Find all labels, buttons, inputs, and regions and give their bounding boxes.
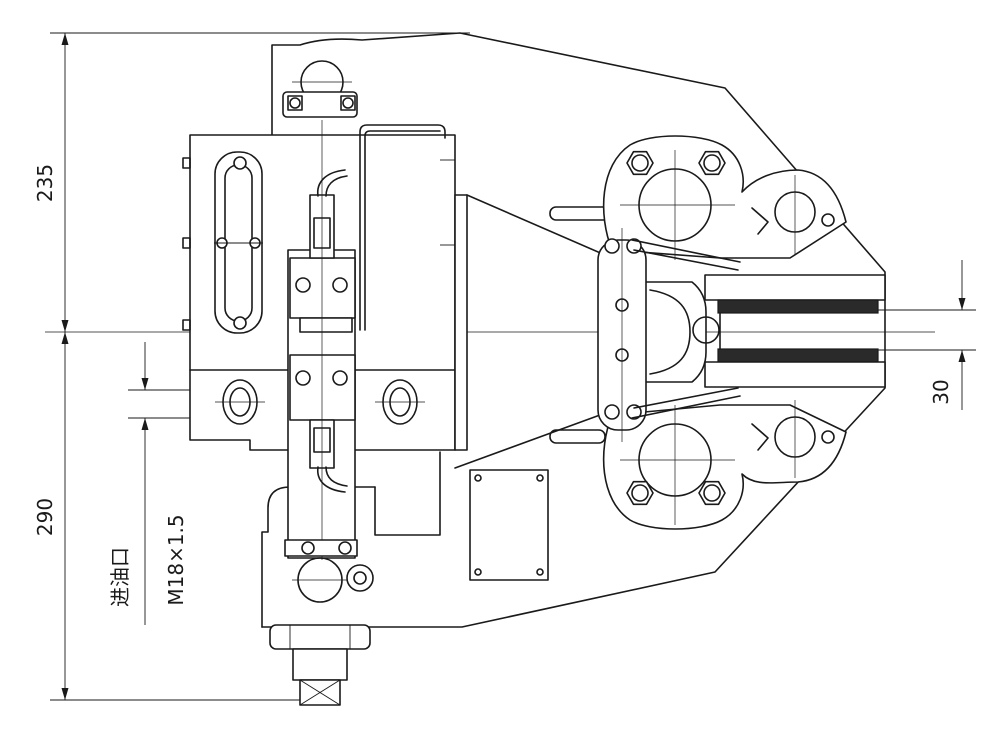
bottom-pin-assembly: [292, 557, 374, 603]
yoke-body: [639, 281, 707, 383]
oil-inlet-dimension: 进油口 M18×1.5: [108, 342, 232, 625]
mounting-holes: [215, 379, 425, 425]
housing-tab: [182, 157, 191, 169]
lever-pin-lower-right: [626, 404, 642, 420]
top-pin-assembly: [282, 60, 358, 118]
cover-screw: [474, 474, 482, 482]
gap-arrowhead-upper: [958, 298, 966, 310]
hex-bolt-face: [631, 484, 649, 502]
return-springs: [631, 239, 741, 419]
upper-adjust-slot: [549, 206, 611, 221]
upper-switch-cable-inner: [325, 175, 348, 197]
lower-pin-clip: [751, 423, 769, 451]
upper-brake-pad: [717, 299, 879, 314]
lever-pin-upper-right: [626, 238, 642, 254]
clamp-bolt-seat-left: [287, 95, 303, 111]
pad-gap-dimension: 30: [872, 260, 976, 410]
upper-backing-plate: [704, 274, 886, 301]
lower-switch-block: [289, 354, 356, 421]
bleed-screw-core: [353, 571, 367, 585]
switch-bracket: [284, 120, 358, 560]
clamp-bolt-seat-right: [340, 95, 356, 111]
cover-screw: [474, 568, 482, 576]
overall-height-dimension: 235 290: [33, 32, 470, 701]
lower-spring-rod-b: [633, 387, 739, 409]
lower-adjust-slot: [549, 429, 606, 444]
arrowhead-mid-upper: [61, 320, 69, 332]
lower-clamp-bolt-right: [338, 541, 352, 555]
window-screw-top: [233, 156, 247, 170]
arrowhead-mid-lower: [61, 332, 69, 344]
housing-tab: [182, 319, 191, 331]
brake-shoes: [704, 274, 886, 388]
inlet-arrowhead-lower: [141, 418, 149, 430]
fitting-body: [292, 648, 348, 681]
lower-web-edge: [454, 414, 601, 469]
cover-screw: [536, 568, 544, 576]
lower-clamp-bolt-left: [301, 541, 315, 555]
upper-brake-arm: [602, 135, 847, 260]
dimension-label-30: 30: [929, 379, 953, 404]
lower-spring-rod-a: [631, 395, 741, 419]
hex-bolt-face: [703, 154, 721, 172]
hex-bolt-face: [631, 154, 649, 172]
upper-block-bolt-left: [295, 277, 311, 293]
clamp-bolt-left: [289, 97, 301, 109]
upper-pin-clip: [751, 207, 769, 235]
lower-cotter-eye: [821, 430, 835, 444]
cable-guide: [359, 124, 446, 331]
bracket-crossbar: [299, 317, 353, 333]
port-cross-b: [299, 679, 341, 706]
lower-switch-cable-inner: [325, 466, 348, 487]
lower-block-bolt-right: [332, 370, 348, 386]
lever-pin-upper-left: [604, 238, 620, 254]
clamp-bolt-right: [342, 97, 354, 109]
oil-level-window: [214, 151, 263, 334]
cover-plate: [469, 469, 549, 581]
window-outer: [214, 151, 263, 334]
lower-arm-web: [374, 451, 441, 536]
upper-block-bolt-right: [332, 277, 348, 293]
window-screw-bottom: [233, 316, 247, 330]
thread-spec-label: M18×1.5: [164, 514, 188, 605]
upper-spring-rod-a: [631, 239, 741, 263]
lower-switch-cable: [317, 466, 346, 493]
dimension-label-235: 235: [33, 164, 57, 202]
oil-inlet-label: 进油口: [108, 547, 132, 607]
lower-brake-pad: [717, 348, 879, 363]
cover-plate-outline: [469, 469, 549, 581]
oil-inlet-fitting: [269, 624, 371, 706]
upper-spring-rod-b: [633, 249, 739, 271]
lower-brake-arm: [602, 400, 847, 530]
lower-backing-plate: [704, 361, 886, 388]
housing-tab: [182, 237, 191, 249]
dimension-label-290: 290: [33, 498, 57, 536]
housing-side-strip: [454, 194, 468, 451]
arrowhead-bottom: [61, 688, 69, 700]
cover-screw: [536, 474, 544, 482]
inlet-arrowhead-upper: [141, 378, 149, 390]
cable-guide-inner: [364, 130, 441, 331]
cable-guide-outer: [359, 124, 446, 331]
upper-web-edge: [466, 194, 606, 256]
yoke-inner-curve: [649, 289, 691, 375]
hex-bolt-face: [703, 484, 721, 502]
central-yoke: [639, 281, 720, 383]
gap-arrowhead-lower: [958, 350, 966, 362]
upper-cotter-eye: [821, 213, 835, 227]
yoke-pin: [692, 316, 720, 344]
arrowhead-top: [61, 33, 69, 45]
bleed-screw: [346, 564, 374, 592]
lever-plate: [597, 228, 647, 442]
upper-switch-cable: [317, 169, 346, 197]
fitting-nut: [269, 624, 371, 650]
lower-block-bolt-left: [295, 370, 311, 386]
lever-pin-lower-left: [604, 404, 620, 420]
